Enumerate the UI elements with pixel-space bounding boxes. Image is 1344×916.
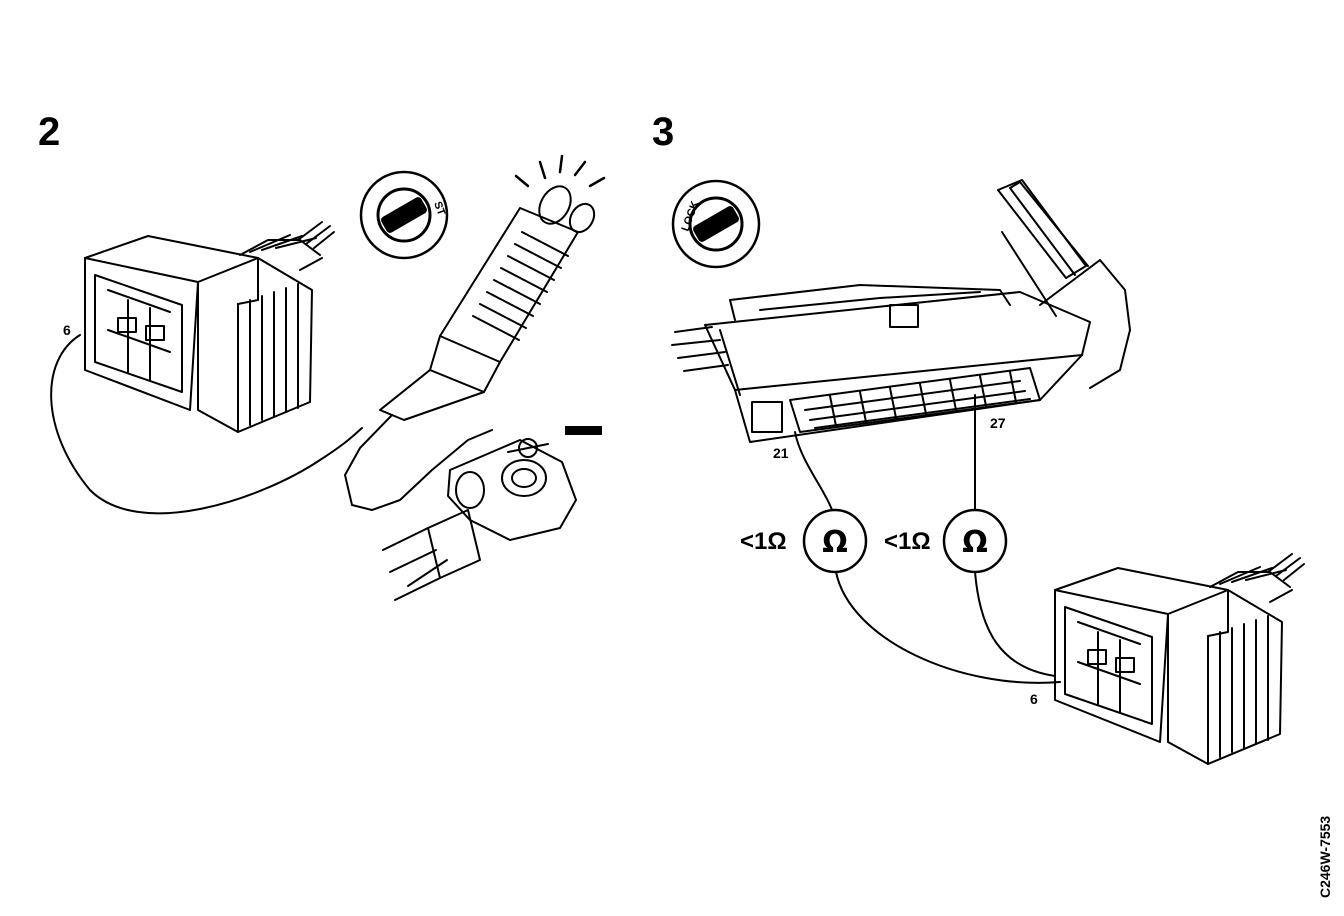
figure-reference-code: C246W-7553	[1317, 816, 1333, 898]
panel-step-2: 2 ST 6	[38, 110, 606, 601]
ecu-pin-label: 21	[773, 445, 789, 461]
ignition-key-lock-icon: LOCK	[671, 179, 761, 269]
harness-connector: 6	[63, 221, 335, 433]
key-position-label: ST	[431, 200, 447, 218]
step-number: 2	[38, 110, 60, 154]
ohm-icon: Ω	[822, 525, 848, 560]
resistance-reading: <1Ω	[884, 528, 931, 555]
ohm-icon: Ω	[962, 525, 988, 560]
test-lamp-icon	[344, 154, 606, 511]
connector-pin-label: 6	[63, 322, 71, 338]
harness-connector: 6	[1030, 553, 1305, 765]
connector-pin-label: 6	[1030, 691, 1038, 707]
ohmmeter-2: Ω <1Ω	[884, 508, 1008, 574]
step-number: 3	[652, 110, 674, 154]
ecu-connector: 21 27	[671, 179, 1131, 461]
ohmmeter-1: Ω <1Ω	[740, 508, 868, 574]
panel-step-3: 3 LOCK 21 27	[652, 110, 1305, 765]
resistance-reading: <1Ω	[740, 528, 787, 555]
ecu-pin-label: 27	[990, 415, 1006, 431]
battery-ground-terminal	[382, 426, 602, 601]
ground-minus-icon	[565, 426, 602, 435]
ignition-key-st-icon: ST	[359, 170, 449, 260]
